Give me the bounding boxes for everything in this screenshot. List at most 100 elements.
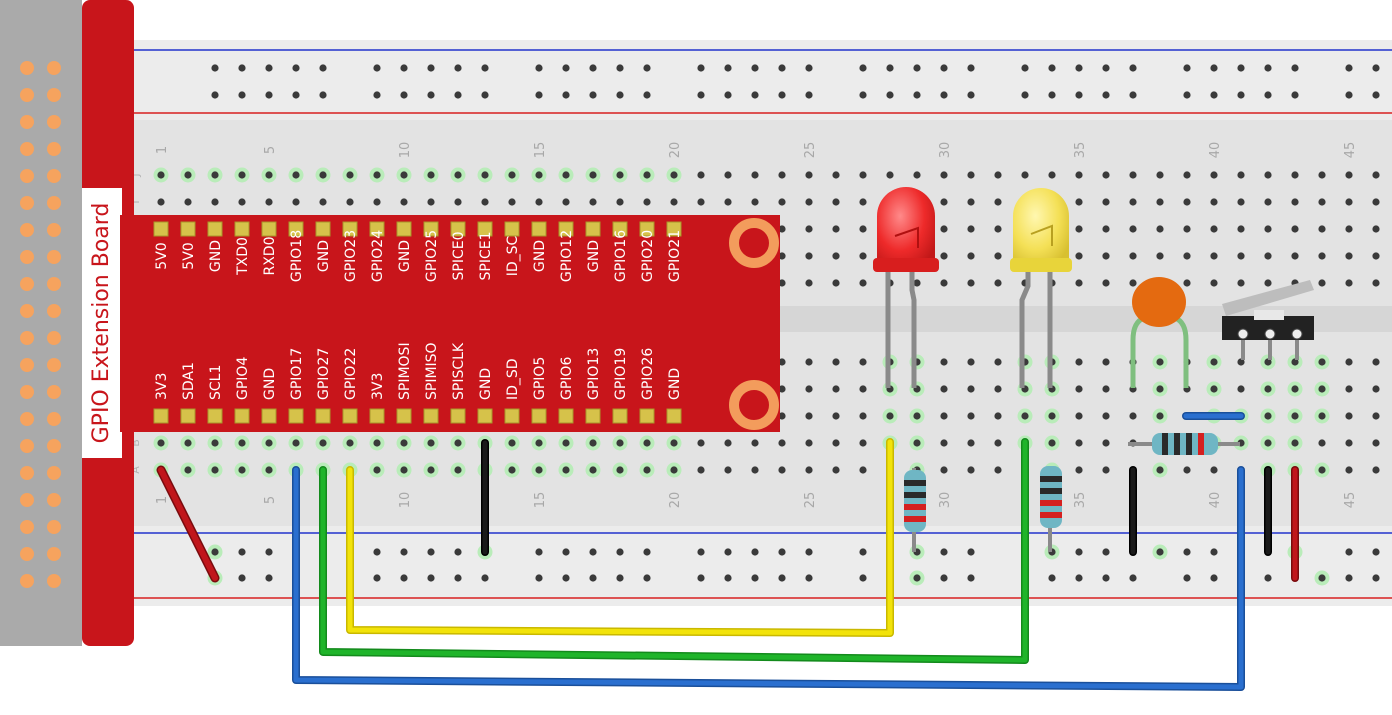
gpio-pin-label: GND: [397, 240, 413, 272]
hole: [319, 91, 327, 99]
hole: [1345, 358, 1353, 366]
hole: [1372, 171, 1380, 179]
hole: [940, 466, 948, 474]
hole: [832, 412, 840, 420]
hole: [940, 225, 948, 233]
hole: [562, 198, 570, 206]
hole: [616, 171, 624, 179]
hole: [1345, 252, 1353, 260]
hole: [940, 574, 948, 582]
hole: [805, 466, 813, 474]
hole: [1345, 574, 1353, 582]
hole: [1264, 198, 1272, 206]
header-pin: [20, 331, 34, 345]
hole: [238, 439, 246, 447]
hole: [1075, 252, 1083, 260]
hole: [778, 439, 786, 447]
gpio-pin-pad: [558, 221, 574, 237]
hole: [184, 439, 192, 447]
hole: [616, 548, 624, 556]
hole: [643, 439, 651, 447]
hole: [1291, 385, 1299, 393]
column-label: 5: [263, 496, 278, 504]
hole: [643, 171, 651, 179]
hole: [211, 439, 219, 447]
red-led: [873, 187, 939, 388]
hole: [778, 548, 786, 556]
hole: [1345, 91, 1353, 99]
gpio-pin-pad: [477, 408, 493, 424]
hole: [1021, 91, 1029, 99]
header-pin: [47, 439, 61, 453]
hole: [1156, 466, 1164, 474]
gpio-pin-label: GPIO25: [424, 230, 440, 282]
hole: [751, 171, 759, 179]
hole: [373, 198, 381, 206]
hole: [1102, 252, 1110, 260]
hole: [427, 64, 435, 72]
gpio-pin-pad: [342, 221, 358, 237]
hole: [805, 64, 813, 72]
hole: [1264, 252, 1272, 260]
hole: [1021, 64, 1029, 72]
hole: [1237, 91, 1245, 99]
hole: [859, 385, 867, 393]
hole: [373, 466, 381, 474]
hole: [724, 574, 732, 582]
hole: [751, 574, 759, 582]
hole: [1237, 252, 1245, 260]
gpio-pin-pad: [207, 221, 223, 237]
hole: [1291, 91, 1299, 99]
header-pin: [20, 196, 34, 210]
hole: [859, 171, 867, 179]
board-tongue: [120, 215, 780, 432]
components: [873, 187, 1314, 552]
hole: [832, 252, 840, 260]
hole: [1372, 279, 1380, 287]
hole: [1345, 279, 1353, 287]
gpio-pin-pad: [531, 221, 547, 237]
hole: [1102, 225, 1110, 233]
hole: [967, 412, 975, 420]
gpio-pin-label: ID_SC: [505, 235, 521, 276]
hole: [562, 466, 570, 474]
gpio-pin-pad: [585, 221, 601, 237]
top-power-rail: [125, 40, 1392, 120]
gpio-pin-label: GPIO17: [289, 348, 305, 400]
hole: [1318, 252, 1326, 260]
hole: [1345, 64, 1353, 72]
header-pin: [47, 304, 61, 318]
hole: [1210, 225, 1218, 233]
hole: [184, 466, 192, 474]
header-pin: [47, 493, 61, 507]
hole: [805, 439, 813, 447]
column-label: 10: [398, 492, 413, 509]
hole: [373, 171, 381, 179]
gpio-pin-pad: [639, 221, 655, 237]
header-pin: [47, 277, 61, 291]
hole: [400, 439, 408, 447]
hole: [1075, 358, 1083, 366]
hole: [859, 91, 867, 99]
header-pin: [20, 493, 34, 507]
hole: [1345, 171, 1353, 179]
hole: [859, 198, 867, 206]
gpio-pin-pad: [396, 408, 412, 424]
resistor-1: [904, 468, 926, 552]
gpio-pin-pad: [234, 221, 250, 237]
hole: [859, 225, 867, 233]
hole: [967, 466, 975, 474]
hole: [859, 64, 867, 72]
hole: [832, 225, 840, 233]
header-pin: [20, 250, 34, 264]
hole: [778, 64, 786, 72]
gpio-pin-pad: [396, 221, 412, 237]
hole: [454, 91, 462, 99]
header-pin: [20, 223, 34, 237]
hole: [157, 439, 165, 447]
hole: [1291, 252, 1299, 260]
hole: [1372, 548, 1380, 556]
hole: [1372, 385, 1380, 393]
hole: [994, 385, 1002, 393]
gpio-pin-pad: [288, 408, 304, 424]
